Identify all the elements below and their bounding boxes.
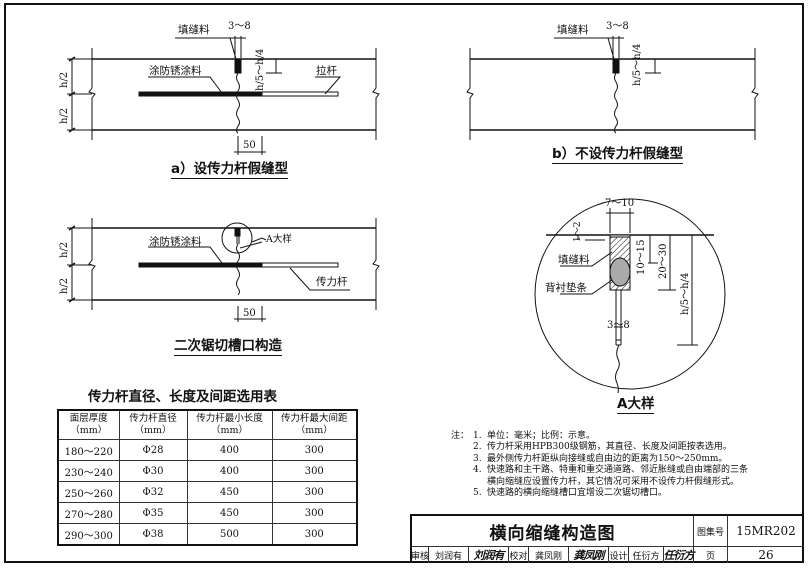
detail-b-slab (466, 36, 759, 140)
table-header-row: 面层厚度（mm） 传力杆直径（mm） 传力杆最小长度（mm） 传力杆最大间距（m… (57, 409, 358, 440)
detail-a-title: a）设传力杆假缝型 (171, 161, 289, 179)
detail-b-filler-label: 填缝料 (557, 24, 589, 36)
detail-b-title: b）不设传力杆假缝型 (552, 146, 684, 164)
note-item: 4.快速路和主干路、特重和重交通道路、邻近胀缝或自由端部的三条 (473, 465, 749, 476)
header-min-length: 传力杆最小长度（mm） (186, 409, 273, 440)
detail-a-dim-depth: h/5～h/4 (255, 48, 266, 91)
note-item: 3.最外侧传力杆距纵向接缝或自由边的距离为150～250mm。 (473, 453, 728, 464)
header-diameter: 传力杆直径（mm） (118, 409, 188, 440)
detail-a-dim-half-bottom: h/2 (59, 107, 70, 124)
enlarged-dim-total-depth: h/5～h/4 (680, 272, 691, 315)
detail-c-dim-half-top: h/2 (59, 241, 70, 258)
page-label: 页 (694, 547, 728, 563)
title-block: 横向缩缝构造图 图集号 15MR202 审核 刘润有 刘润有 校对 龚凤刚 龚凤… (410, 514, 804, 563)
detail-a-filler-label: 填缝料 (178, 24, 210, 36)
detail-c-coating-label: 涂防锈涂料 (149, 236, 202, 248)
detail-c-rod-label: 传力杆 (316, 276, 348, 288)
enlarged-dim-filler-depth: 10～15 (636, 239, 647, 275)
designer-signature: 任衍方 (663, 547, 695, 563)
review-label: 审核 (411, 547, 429, 563)
detail-c-dim-half-bottom: h/2 (59, 277, 70, 294)
note-item: 横向缩缝应设置传力杆，其它情况可采用不设传力杆假缝形式。 (487, 476, 740, 487)
detail-c-callout-label: A大样 (266, 234, 292, 245)
note-item: 2.传力杆采用HPB300级钢筋，其直径、长度及间距按表选用。 (473, 442, 732, 453)
checker-name: 龚凤刚 (529, 547, 569, 563)
header-max-spacing: 传力杆最大间距（mm） (271, 409, 358, 440)
detail-a-slab (67, 36, 380, 155)
enlarged-dim-groove-width: 7～10 (605, 198, 635, 209)
notes-block: 注：1.单位：毫米；比例：示意。 2.传力杆采用HPB300级钢筋，其直径、长度… (451, 431, 748, 499)
reviewer-signature: 刘润有 (469, 547, 509, 563)
detail-b-dim-depth: h/5～h/4 (632, 43, 643, 86)
detail-c-slab (67, 218, 380, 322)
atlas-no-label: 图集号 (694, 516, 728, 547)
enlarged-backer-label: 背衬垫条 (545, 282, 587, 294)
detail-c-title: 二次锯切槽口构造 (174, 338, 282, 356)
dowel-selection-table: 面层厚度（mm） 传力杆直径（mm） 传力杆最小长度（mm） 传力杆最大间距（m… (57, 409, 358, 546)
detail-b-dim-width: 3～8 (606, 21, 629, 32)
enlarged-title: A大样 (617, 396, 655, 414)
enlarged-dim-saw-width: 3～8 (607, 320, 630, 331)
designer-name: 任衍方 (629, 547, 664, 563)
reviewer-name: 刘润有 (429, 547, 469, 563)
detail-a-rod-label: 拉杆 (316, 65, 337, 77)
atlas-no: 15MR202 (728, 516, 804, 547)
detail-enlarged (534, 198, 726, 394)
detail-a-dim-half-top: h/2 (59, 71, 70, 88)
drawing-title: 横向缩缝构造图 (412, 516, 694, 547)
note-item: 5.快速路的横向缩缝槽口宜增设二次锯切槽口。 (473, 488, 668, 499)
note-item: 注：1.单位：毫米；比例：示意。 (451, 431, 596, 441)
detail-c-dim-offset: 50 (243, 308, 256, 319)
detail-a-dim-width: 3～8 (228, 21, 251, 32)
drawing-frame (4, 3, 804, 563)
header-thickness: 面层厚度（mm） (57, 409, 120, 440)
enlarged-dim-groove-depth: 20～30 (658, 243, 669, 279)
page-number: 26 (758, 548, 774, 562)
detail-a-dim-offset: 50 (243, 140, 256, 151)
detail-a-coating-label: 涂防锈涂料 (149, 65, 202, 77)
checker-signature: 龚凤刚 (569, 547, 609, 563)
design-label: 设计 (609, 547, 629, 563)
enlarged-dim-recess: 1～2 (573, 221, 583, 242)
enlarged-filler-label: 填缝料 (558, 254, 590, 266)
check-label: 校对 (509, 547, 529, 563)
table-title: 传力杆直径、长度及间距选用表 (88, 389, 277, 405)
